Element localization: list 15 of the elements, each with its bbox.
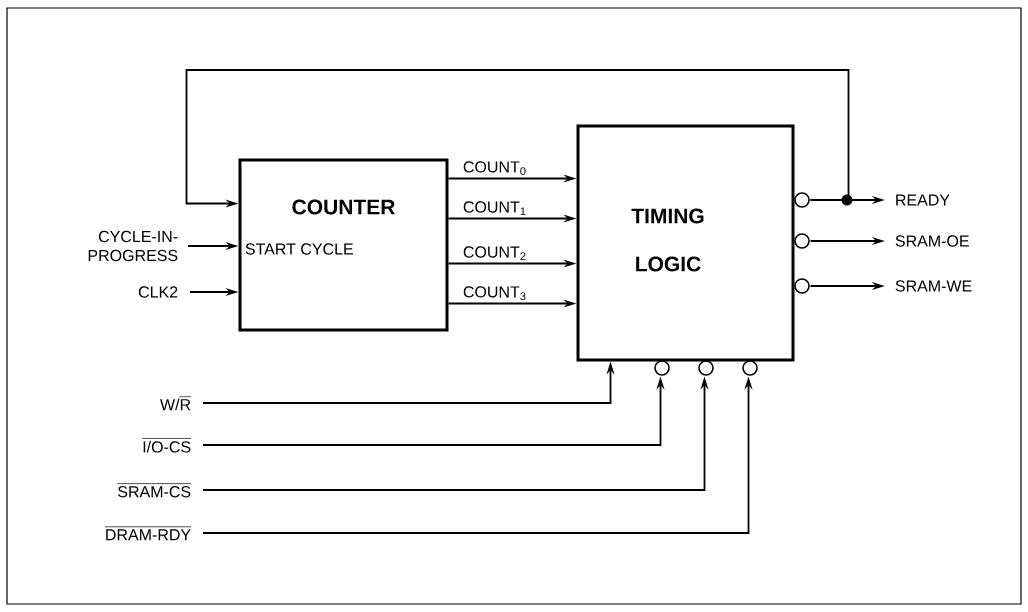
timing-logic-block: TIMING LOGIC	[576, 124, 795, 362]
signal-label: SRAM-WE	[895, 280, 972, 292]
edge-label: COUNT$_{1}$	[461, 200, 528, 217]
signal-label: $\overline{\text{DRAM-RDY}}$	[104, 526, 192, 541]
signal-label: CLK2	[138, 286, 178, 298]
edge-label: COUNT$_{0}$	[461, 160, 528, 177]
edge-label: COUNT$_{2}$	[461, 245, 528, 262]
signal-label: $\overline{\text{I/O-CS}}$	[142, 438, 192, 453]
signal-label: $\text{W/}\overline{\text{R}}$	[160, 396, 192, 411]
signal-label: READY	[896, 194, 950, 206]
signal-label: $\overline{\text{SRAM-CS}}$	[117, 483, 192, 498]
signal-label: SRAM-OE	[895, 235, 969, 247]
signal-label: CYCLE-IN-PROGRESS	[88, 230, 178, 262]
counter-block: COUNTER START CYCLE	[238, 158, 449, 332]
edge-label: COUNT$_{3}$	[461, 285, 528, 302]
